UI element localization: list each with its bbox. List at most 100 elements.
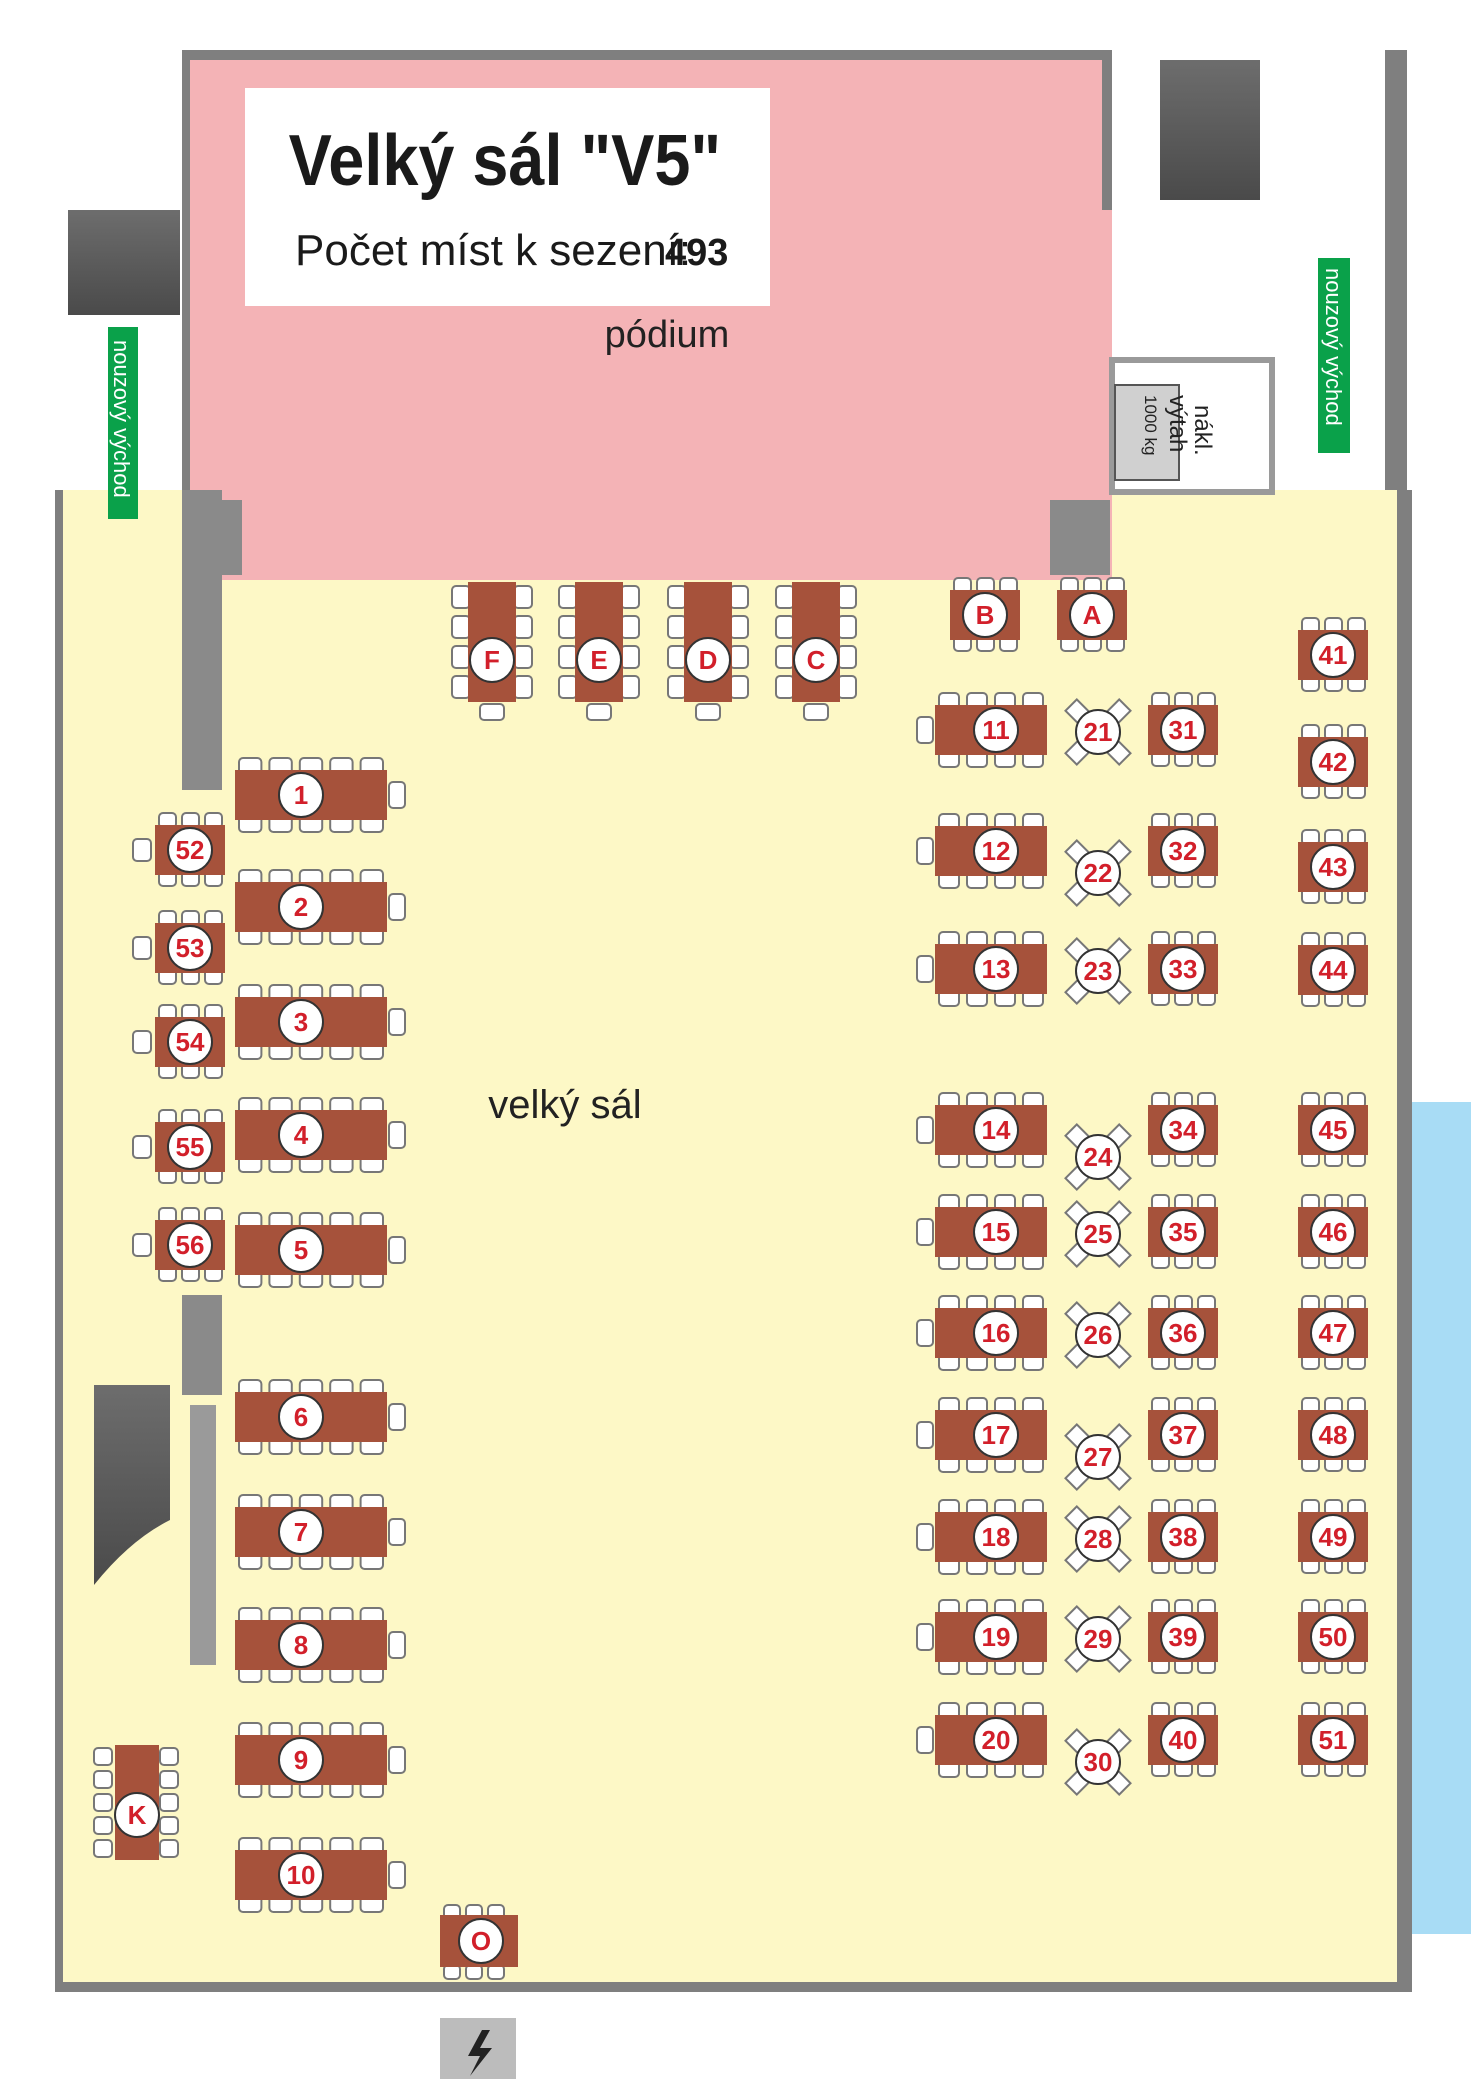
- seat-count-value: 493: [665, 232, 728, 274]
- svg-text:7: 7: [294, 1517, 308, 1547]
- svg-text:12: 12: [982, 836, 1011, 866]
- table-30: 30: [1064, 1728, 1132, 1796]
- svg-text:10: 10: [287, 1860, 316, 1890]
- table-41: 41: [1298, 617, 1368, 692]
- svg-text:41: 41: [1319, 640, 1348, 670]
- svg-text:22: 22: [1084, 858, 1113, 888]
- table-16: 16: [916, 1295, 1047, 1371]
- svg-text:33: 33: [1169, 954, 1198, 984]
- stairs-icon: [68, 60, 1260, 1585]
- hall-label: velký sál: [488, 1083, 641, 1127]
- emergency-exit-left: nouzový východ: [108, 327, 138, 519]
- svg-text:18: 18: [982, 1522, 1011, 1552]
- table-O: O: [440, 1904, 518, 1980]
- window-strip: [1412, 1102, 1471, 1934]
- svg-text:14: 14: [982, 1115, 1011, 1145]
- svg-text:36: 36: [1169, 1318, 1198, 1348]
- seat-count-label: Počet míst k sezení:: [295, 226, 691, 275]
- svg-text:30: 30: [1084, 1747, 1113, 1777]
- svg-text:26: 26: [1084, 1320, 1113, 1350]
- table-1: 1: [235, 757, 406, 833]
- table-C: C: [775, 582, 857, 721]
- table-D: D: [667, 582, 749, 721]
- table-32: 32: [1148, 813, 1218, 888]
- svg-text:47: 47: [1319, 1318, 1348, 1348]
- svg-text:nouzový východ: nouzový východ: [1321, 268, 1346, 426]
- svg-text:nouzový východ: nouzový východ: [109, 340, 134, 498]
- svg-text:38: 38: [1169, 1522, 1198, 1552]
- table-E: E: [558, 582, 640, 721]
- svg-text:53: 53: [176, 933, 205, 963]
- svg-text:9: 9: [294, 1745, 308, 1775]
- table-10: 10: [235, 1837, 406, 1913]
- table-37: 37: [1148, 1397, 1218, 1472]
- table-42: 42: [1298, 724, 1368, 799]
- lightning-bolt-icon: [440, 2018, 516, 2079]
- emergency-exit-right: nouzový východ: [1318, 258, 1350, 453]
- svg-text:48: 48: [1319, 1420, 1348, 1450]
- table-19: 19: [916, 1599, 1047, 1675]
- svg-text:32: 32: [1169, 836, 1198, 866]
- table-6: 6: [235, 1379, 406, 1455]
- table-22: 22: [1064, 839, 1132, 907]
- table-2: 2: [235, 869, 406, 945]
- table-53: 53: [132, 910, 225, 985]
- table-54: 54: [132, 1004, 225, 1079]
- table-F: F: [451, 582, 533, 721]
- table-12: 12: [916, 813, 1047, 889]
- svg-text:34: 34: [1169, 1115, 1198, 1145]
- svg-text:C: C: [807, 645, 826, 675]
- table-K: K: [93, 1745, 179, 1860]
- svg-text:44: 44: [1319, 955, 1348, 985]
- table-44: 44: [1298, 932, 1368, 1007]
- svg-text:25: 25: [1084, 1219, 1113, 1249]
- svg-text:27: 27: [1084, 1442, 1113, 1472]
- svg-text:52: 52: [176, 835, 205, 865]
- svg-text:E: E: [590, 645, 607, 675]
- svg-text:23: 23: [1084, 956, 1113, 986]
- table-5: 5: [235, 1212, 406, 1288]
- table-21: 21: [1064, 698, 1132, 766]
- svg-text:40: 40: [1169, 1725, 1198, 1755]
- table-9: 9: [235, 1722, 406, 1798]
- table-23: 23: [1064, 937, 1132, 1005]
- svg-text:A: A: [1083, 600, 1102, 630]
- title-box: Velký sál "V5" Počet míst k sezení: 493: [245, 88, 770, 306]
- table-B: B: [950, 577, 1020, 652]
- svg-text:54: 54: [176, 1027, 205, 1057]
- table-36: 36: [1148, 1295, 1218, 1370]
- table-25: 25: [1064, 1200, 1132, 1268]
- table-49: 49: [1298, 1499, 1368, 1574]
- svg-text:21: 21: [1084, 717, 1113, 747]
- svg-text:8: 8: [294, 1630, 308, 1660]
- walls: [55, 50, 1412, 1992]
- svg-text:1: 1: [294, 780, 308, 810]
- elevator: nákl. výtah 1000 kg: [1109, 357, 1275, 495]
- svg-text:39: 39: [1169, 1622, 1198, 1652]
- elevator-label-1: nákl.: [1189, 405, 1216, 456]
- table-35: 35: [1148, 1194, 1218, 1269]
- table-13: 13: [916, 931, 1047, 1007]
- table-51: 51: [1298, 1702, 1368, 1777]
- svg-text:46: 46: [1319, 1217, 1348, 1247]
- svg-text:28: 28: [1084, 1524, 1113, 1554]
- svg-text:4: 4: [294, 1120, 309, 1150]
- svg-text:29: 29: [1084, 1624, 1113, 1654]
- svg-text:51: 51: [1319, 1725, 1348, 1755]
- table-27: 27: [1064, 1423, 1132, 1491]
- table-46: 46: [1298, 1194, 1368, 1269]
- svg-text:45: 45: [1319, 1115, 1348, 1145]
- svg-text:5: 5: [294, 1235, 308, 1265]
- table-39: 39: [1148, 1599, 1218, 1674]
- svg-text:43: 43: [1319, 852, 1348, 882]
- svg-text:50: 50: [1319, 1622, 1348, 1652]
- table-45: 45: [1298, 1092, 1368, 1167]
- table-8: 8: [235, 1607, 406, 1683]
- table-40: 40: [1148, 1702, 1218, 1777]
- table-7: 7: [235, 1494, 406, 1570]
- svg-text:6: 6: [294, 1402, 308, 1432]
- table-56: 56: [132, 1207, 225, 1282]
- svg-text:56: 56: [176, 1230, 205, 1260]
- svg-text:16: 16: [982, 1318, 1011, 1348]
- svg-text:31: 31: [1169, 715, 1198, 745]
